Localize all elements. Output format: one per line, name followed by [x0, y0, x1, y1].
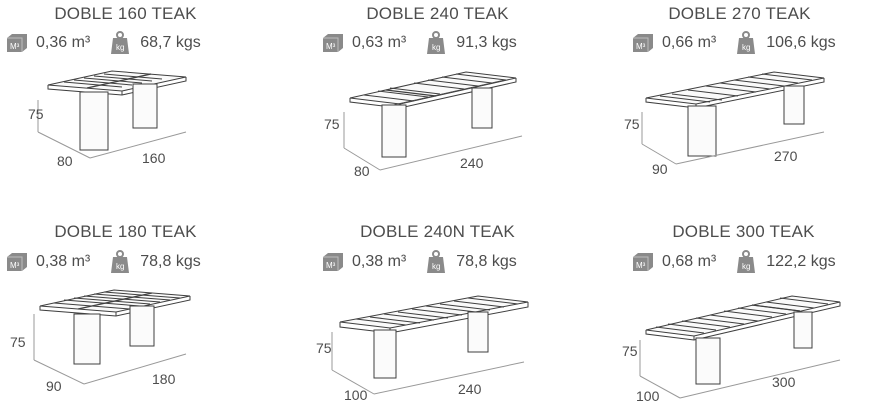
weight-icon: kg	[427, 31, 446, 54]
volume-value: 0,68 m³	[662, 253, 717, 270]
svg-text:kg: kg	[432, 262, 440, 271]
volume-cube-icon: M³	[7, 253, 27, 271]
width-dimension: 100	[344, 387, 368, 403]
product-stats: M³ 0,36 m³ kg 68,7 kgs	[6, 30, 201, 56]
svg-text:M³: M³	[636, 42, 646, 51]
svg-text:M³: M³	[636, 261, 646, 270]
weight-value: 106,6 kgs	[766, 34, 836, 51]
width-dimension: 90	[652, 161, 668, 177]
svg-text:kg: kg	[116, 262, 124, 271]
svg-text:M³: M³	[10, 42, 20, 51]
svg-text:kg: kg	[742, 262, 750, 271]
weight-icon: kg	[737, 250, 756, 273]
svg-text:M³: M³	[326, 261, 336, 270]
length-dimension: 160	[142, 150, 166, 166]
weight-value: 78,8 kgs	[140, 253, 201, 270]
table-drawing	[37, 70, 187, 159]
volume-value: 0,63 m³	[352, 34, 407, 51]
product-title: DOBLE 180 TEAK	[54, 222, 197, 241]
product-stats: M³ 0,38 m³ kg 78,8 kgs	[6, 249, 201, 275]
width-dimension: 90	[46, 378, 62, 394]
length-dimension: 240	[458, 381, 482, 397]
product-card-doble-240: DOBLE 240 TEAK M³ 0,63 m³ kg 91,3 kgs 75…	[292, 0, 583, 205]
product-card-doble-270: DOBLE 270 TEAK M³ 0,66 m³ kg 106,6 kgs 7…	[584, 0, 875, 205]
volume-value: 0,66 m³	[662, 34, 717, 51]
length-dimension: 240	[460, 155, 484, 171]
height-dimension: 75	[624, 116, 640, 132]
height-dimension: 75	[324, 116, 340, 132]
weight-icon: kg	[427, 250, 446, 273]
product-stats: M³ 0,66 m³ kg 106,6 kgs	[632, 30, 836, 56]
height-dimension: 75	[316, 340, 332, 356]
product-card-doble-180: DOBLE 180 TEAK M³ 0,38 m³ kg 78,8 kgs 75…	[0, 206, 291, 411]
weight-icon: kg	[111, 250, 130, 273]
volume-cube-icon: M³	[7, 34, 27, 52]
svg-text:M³: M³	[326, 42, 336, 51]
volume-value: 0,38 m³	[36, 253, 91, 270]
volume-cube-icon: M³	[633, 34, 653, 52]
weight-icon: kg	[737, 31, 756, 54]
product-title: DOBLE 240N TEAK	[360, 222, 515, 241]
svg-text:kg: kg	[432, 43, 440, 52]
svg-text:kg: kg	[742, 43, 750, 52]
width-dimension: 80	[57, 153, 73, 169]
product-stats: M³ 0,63 m³ kg 91,3 kgs	[322, 30, 517, 56]
length-dimension: 180	[152, 371, 176, 387]
product-title: DOBLE 270 TEAK	[668, 4, 811, 23]
weight-icon: kg	[111, 31, 130, 54]
product-card-doble-240n: DOBLE 240N TEAK M³ 0,38 m³ kg 78,8 kgs 7…	[292, 206, 583, 411]
volume-value: 0,36 m³	[36, 34, 91, 51]
height-dimension: 75	[622, 343, 638, 359]
table-drawing	[33, 289, 191, 385]
weight-value: 78,8 kgs	[456, 253, 517, 270]
length-dimension: 270	[774, 148, 798, 164]
product-card-doble-160: DOBLE 160 TEAK M³ 0,36 m³ kg 68,7 kgs 75…	[0, 0, 291, 205]
product-title: DOBLE 300 TEAK	[672, 222, 815, 241]
width-dimension: 80	[354, 163, 370, 179]
table-drawing	[639, 295, 841, 399]
product-card-doble-300: DOBLE 300 TEAK M³ 0,68 m³ kg 122,2 kgs 7…	[584, 206, 875, 411]
width-dimension: 100	[636, 388, 660, 404]
table-drawing	[641, 71, 825, 165]
product-stats: M³ 0,68 m³ kg 122,2 kgs	[632, 249, 836, 275]
volume-value: 0,38 m³	[352, 253, 407, 270]
height-dimension: 75	[10, 334, 26, 350]
volume-cube-icon: M³	[633, 253, 653, 271]
table-drawing	[343, 71, 523, 171]
svg-text:kg: kg	[116, 43, 124, 52]
weight-value: 122,2 kgs	[766, 253, 836, 270]
volume-cube-icon: M³	[323, 253, 343, 271]
length-dimension: 300	[772, 374, 796, 390]
product-stats: M³ 0,38 m³ kg 78,8 kgs	[322, 249, 517, 275]
table-drawing	[331, 295, 529, 395]
product-title: DOBLE 160 TEAK	[54, 4, 197, 23]
volume-cube-icon: M³	[323, 34, 343, 52]
weight-value: 91,3 kgs	[456, 34, 517, 51]
height-dimension: 75	[28, 106, 44, 122]
svg-text:M³: M³	[10, 261, 20, 270]
product-title: DOBLE 240 TEAK	[366, 4, 509, 23]
weight-value: 68,7 kgs	[140, 34, 201, 51]
